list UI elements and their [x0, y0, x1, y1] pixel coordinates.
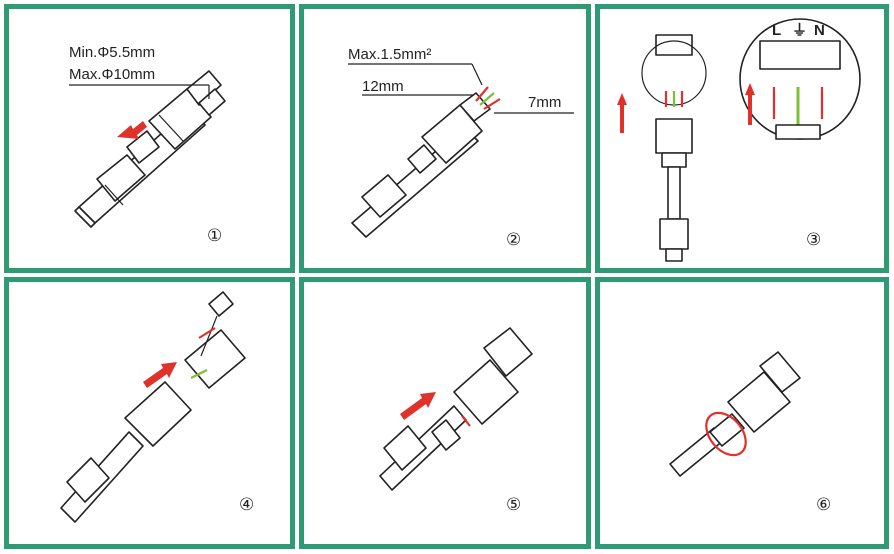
direction-arrow — [117, 121, 147, 139]
step-number: ① — [207, 226, 222, 245]
strip-inner-label: 7mm — [528, 94, 561, 111]
connector-body — [669, 351, 801, 477]
step-3-panel: L ⏚ N ③ — [595, 4, 889, 273]
up-arrow — [617, 93, 627, 133]
step-6-illustration: ⑥ — [669, 351, 831, 514]
step-1-panel: Min.Φ5.5mm Max.Φ10mm ① — [4, 4, 295, 273]
step-1-illustration: Min.Φ5.5mm Max.Φ10mm ① — [69, 44, 226, 245]
step-4-illustration: ④ — [60, 291, 254, 523]
connector-body — [74, 70, 222, 228]
stripped-wires — [475, 86, 501, 110]
step-5-panel: ⑤ — [299, 277, 591, 549]
step-number: ② — [506, 230, 521, 249]
connector-body — [351, 92, 491, 238]
max-diameter-label: Max.Φ10mm — [69, 66, 155, 83]
cable — [198, 88, 226, 116]
step-4-panel: ④ — [4, 277, 295, 549]
step-number: ⑤ — [506, 495, 521, 514]
up-arrow-detail — [745, 83, 755, 125]
strip-outer-label: 12mm — [362, 78, 404, 95]
min-diameter-label: Min.Φ5.5mm — [69, 44, 155, 61]
max-section-label: Max.1.5mm² — [348, 46, 431, 63]
connector-body — [60, 291, 246, 523]
connector-vertical — [641, 34, 707, 262]
direction-arrow — [143, 362, 177, 388]
rotation-arrow — [705, 411, 747, 457]
direction-arrow — [400, 392, 436, 420]
step-6-panel: ⑥ — [595, 277, 889, 549]
step-2-panel: Max.1.5mm² 12mm 7mm ② — [299, 4, 591, 273]
terminal-detail: L ⏚ N — [739, 18, 861, 140]
terminal-earth: ⏚ — [792, 22, 807, 39]
terminal-n: N — [814, 22, 825, 39]
step-number: ③ — [806, 230, 821, 249]
step-number: ④ — [239, 495, 254, 514]
step-2-illustration: Max.1.5mm² 12mm 7mm ② — [348, 46, 574, 249]
connector-body — [379, 327, 533, 491]
step-3-illustration: L ⏚ N ③ — [617, 18, 861, 262]
step-number: ⑥ — [816, 495, 831, 514]
terminal-l: L — [772, 22, 781, 39]
step-5-illustration: ⑤ — [379, 327, 533, 514]
